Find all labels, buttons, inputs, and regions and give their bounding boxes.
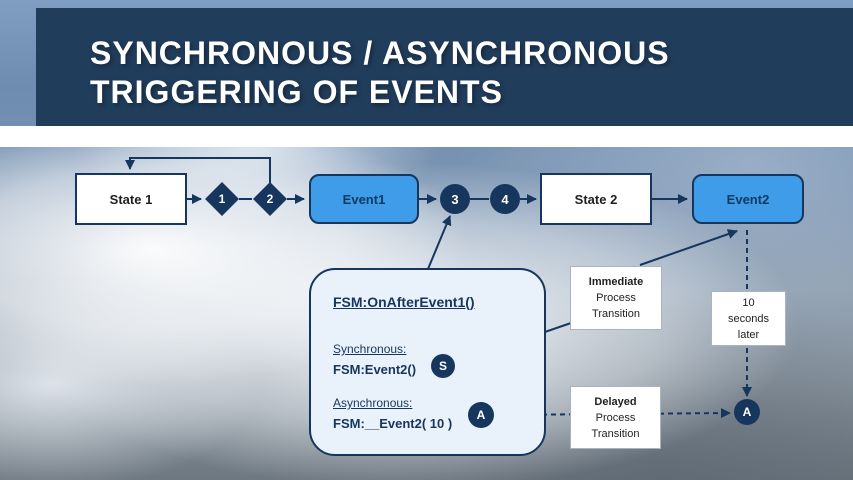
delayed-note-line3: Transition (591, 428, 640, 440)
async-target-badge-label: A (742, 405, 752, 419)
state1-box: State 1 (75, 173, 187, 225)
synchronous-label: Synchronous: (333, 342, 407, 356)
fsm-callout-heading: FSM:OnAfterEvent1() (333, 294, 475, 310)
marker3-circle: 3 (440, 184, 470, 214)
event1-box: Event1 (309, 174, 419, 224)
asynchronous-code: FSM:__Event2( 10 ) (333, 416, 453, 431)
event2-box: Event2 (692, 174, 804, 224)
async-target-badge-circle: A (734, 399, 760, 425)
async-badge-label: A (476, 408, 486, 422)
delayed-note-line1: Delayed (594, 396, 637, 408)
state1-label: State 1 (109, 191, 153, 207)
slide-title-line-2: TRIGGERING OF EVENTS (90, 74, 503, 110)
marker2-label: 2 (266, 192, 274, 206)
timer-note-line1: 10 (742, 297, 755, 309)
timer-note-box: 10 seconds later (711, 291, 786, 346)
event2-label: Event2 (726, 191, 770, 207)
arrow-immediate-to-event2 (639, 229, 738, 266)
marker1-diamond: 1 (205, 182, 239, 216)
arrow-loop-back-to-state1 (125, 157, 271, 184)
title-bar: SYNCHRONOUS / ASYNCHRONOUS TRIGGERING OF… (36, 8, 853, 126)
marker2-diamond: 2 (253, 182, 287, 216)
asynchronous-label: Asynchronous: (333, 396, 413, 410)
immediate-note-line1: Immediate (588, 276, 644, 288)
marker4-label: 4 (501, 191, 509, 207)
marker3-label: 3 (451, 191, 459, 207)
arrow-callout-to-marker3 (427, 215, 452, 270)
timer-note-line2: seconds (728, 313, 769, 325)
fsm-callout: FSM:OnAfterEvent1() Synchronous: FSM:Eve… (309, 268, 546, 456)
slide-title-line-1: SYNCHRONOUS / ASYNCHRONOUS (90, 35, 670, 71)
delayed-note-box: Delayed Process Transition (570, 386, 661, 449)
marker4-circle: 4 (490, 184, 520, 214)
immediate-note-box: Immediate Process Transition (570, 266, 662, 330)
immediate-note-line3: Transition (592, 308, 640, 320)
title-underline-strip (0, 126, 853, 147)
state2-label: State 2 (574, 191, 618, 207)
event1-label: Event1 (342, 191, 386, 207)
timer-note-line3: later (737, 329, 760, 341)
sync-badge-label: S (438, 359, 447, 373)
delayed-note-line2: Process (595, 412, 636, 424)
state2-box: State 2 (540, 173, 652, 225)
sync-badge-circle: S (431, 354, 455, 378)
immediate-note-line2: Process (596, 292, 636, 304)
async-badge-circle: A (468, 402, 494, 428)
marker1-label: 1 (218, 192, 226, 206)
synchronous-code: FSM:Event2() (333, 362, 417, 377)
